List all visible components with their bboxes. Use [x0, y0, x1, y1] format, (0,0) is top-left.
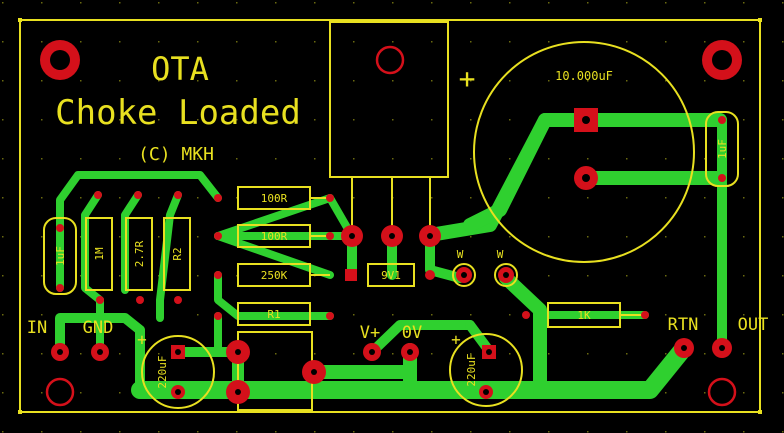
cap-10000uf-label: 10.000uF: [555, 69, 613, 83]
cap-10000uf-outline: [473, 41, 695, 263]
res-1m-outline: [85, 217, 113, 291]
cap-220uf-right-outline: [449, 333, 523, 407]
res-100r-b-label: 100R: [261, 230, 288, 243]
res-100r-a-label: 100R: [261, 192, 288, 205]
res-1k-label: 1K: [577, 309, 591, 322]
title-line1: OTA: [151, 50, 209, 88]
cap-220uf-left-outline: [141, 335, 215, 409]
label-rtn: RTN: [668, 315, 699, 335]
pads: [40, 40, 742, 407]
plus-c1-label: +: [137, 330, 147, 349]
wire-b-label: W: [497, 248, 504, 261]
regulator-outline: [329, 21, 449, 178]
label-vplus: V+: [360, 323, 380, 343]
label-0v: 0V: [402, 323, 422, 343]
cap-220uf-left-label: 220uF: [156, 355, 169, 388]
cap-1uf-right-outline: [705, 111, 739, 187]
copyright-text: (C) MKH: [138, 144, 214, 165]
res-250k-label: 250K: [261, 269, 288, 282]
cap-1uf-right-label: 1uF: [716, 139, 729, 159]
wire-a-label: W: [457, 248, 464, 261]
cap-220uf-right-label: 220uF: [465, 353, 478, 386]
label-in: IN: [27, 318, 47, 338]
res-27r-outline: [125, 217, 153, 291]
cap-1uf-left-label: 1uF: [54, 246, 67, 266]
label-gnd: GND: [83, 318, 114, 338]
res-27r-label: 2.7R: [133, 240, 146, 267]
res-r1-label: R1: [267, 308, 280, 321]
label-out: OUT: [738, 315, 769, 335]
silkscreen: [43, 21, 739, 411]
zener-outline: [367, 263, 415, 287]
res-r2-outline: [163, 217, 191, 291]
res-r2-label: R2: [171, 247, 184, 260]
cap-1uf-left-outline: [43, 217, 77, 295]
res-1m-label: 1M: [93, 247, 106, 261]
title-line2: Choke Loaded: [55, 93, 301, 133]
plus-main-label: +: [459, 62, 476, 95]
zener-label: 9V1: [381, 269, 401, 282]
plus-c2-label: +: [451, 330, 461, 349]
board-outline: [19, 19, 761, 413]
